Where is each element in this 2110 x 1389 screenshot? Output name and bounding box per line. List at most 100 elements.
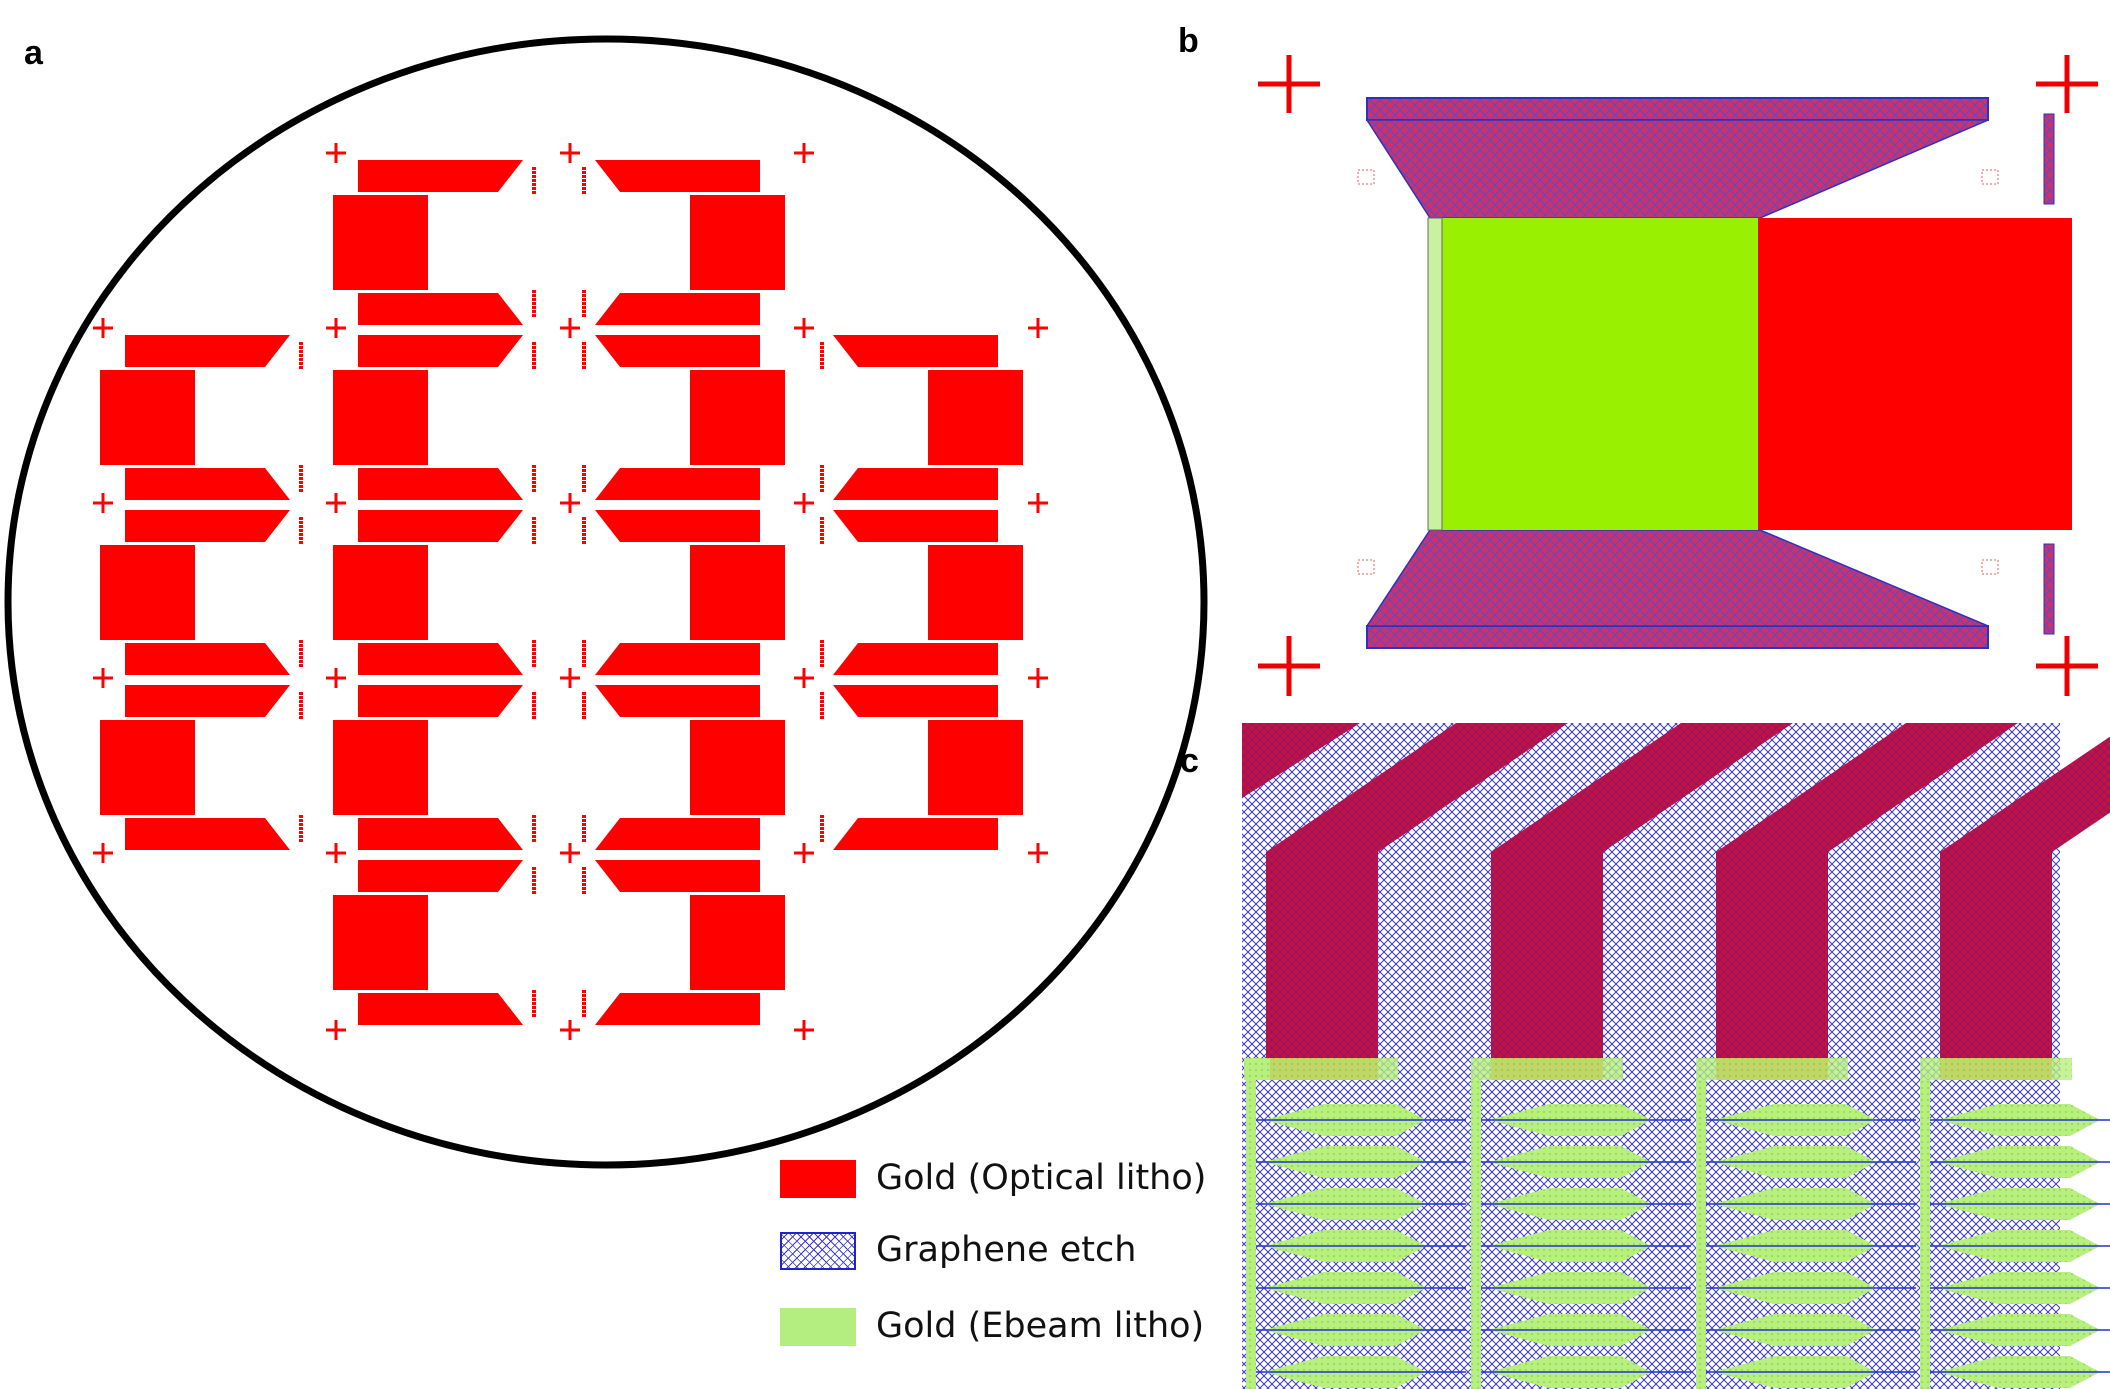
- pad-dot: [532, 875, 536, 878]
- pad-dot: [532, 994, 536, 997]
- die: [582, 860, 785, 1025]
- pad-dot: [532, 354, 536, 357]
- pad-dot: [299, 358, 303, 361]
- pad-dot: [299, 700, 303, 703]
- bottom-pad-trapezoid: [833, 643, 998, 675]
- pad-dot: [582, 485, 586, 488]
- pad-dot: [582, 179, 586, 182]
- pad-dot: [582, 990, 586, 993]
- die: [100, 335, 303, 500]
- pad-dot: [582, 469, 586, 472]
- panel-label-b: b: [1178, 22, 1199, 60]
- pad-dot: [820, 827, 824, 830]
- pad-dot: [299, 366, 303, 369]
- top-pad-trapezoid: [595, 335, 760, 367]
- pad-dot: [582, 473, 586, 476]
- legend-label-graphene-etch: Graphene etch: [876, 1230, 1137, 1270]
- alignment-cross-icon: [93, 493, 113, 513]
- pad-dot: [299, 477, 303, 480]
- pad-dot: [582, 839, 586, 842]
- pad-dot: [582, 827, 586, 830]
- top-pad-trapezoid: [595, 510, 760, 542]
- pad-dot: [820, 541, 824, 544]
- die: [333, 685, 536, 850]
- alignment-cross-icon: [326, 1020, 346, 1040]
- top-pad-trapezoid: [358, 335, 523, 367]
- pad-dot: [532, 171, 536, 174]
- ebeam-bus-line: [1246, 1080, 1256, 1389]
- pad-dot: [299, 465, 303, 468]
- pad-dot: [582, 700, 586, 703]
- pad-dot: [820, 477, 824, 480]
- top-pad-trapezoid: [125, 685, 290, 717]
- pad-dot: [299, 692, 303, 695]
- alignment-cross-icon: [794, 668, 814, 688]
- pad-dot: [582, 1006, 586, 1009]
- pad-dot: [532, 1010, 536, 1013]
- pad-dot: [532, 521, 536, 524]
- pad-dot: [582, 692, 586, 695]
- panel-c-zoom-view: [1242, 723, 2110, 1389]
- pad-dot: [582, 891, 586, 894]
- pad-dot: [820, 716, 824, 719]
- pad-dot: [299, 362, 303, 365]
- pad-dot: [299, 648, 303, 651]
- pad-dot: [582, 521, 586, 524]
- optical-gold-pad: [1758, 218, 2072, 530]
- top-pad-trapezoid: [358, 860, 523, 892]
- bottom-fanout-traces: [1365, 529, 1989, 627]
- top-pad-trapezoid: [595, 685, 760, 717]
- bottom-pad-trapezoid: [358, 818, 523, 850]
- pad-dot: [582, 477, 586, 480]
- pad-dot: [820, 469, 824, 472]
- pad-dot: [582, 310, 586, 313]
- trace-vertical: [1266, 852, 1378, 1058]
- pad-dot: [582, 644, 586, 647]
- die: [820, 510, 1023, 675]
- pad-dot: [532, 704, 536, 707]
- pad-dot: [532, 692, 536, 695]
- pad-dot: [582, 525, 586, 528]
- wedge: [358, 545, 428, 575]
- bottom-pad-trapezoid: [595, 293, 760, 325]
- pad-dot: [582, 517, 586, 520]
- pad-dot: [820, 712, 824, 715]
- wafer-outline: [4, 35, 1208, 1169]
- pad-dot: [532, 644, 536, 647]
- pad-dot: [820, 346, 824, 349]
- legend-swatch-graphene-etch: [780, 1232, 856, 1270]
- pad-dot: [299, 716, 303, 719]
- pad-dot: [532, 533, 536, 536]
- pad-dot: [532, 998, 536, 1001]
- trace-vertical: [1491, 852, 1603, 1058]
- pad-dot: [299, 529, 303, 532]
- contact-block: [690, 895, 785, 990]
- pad-dot: [532, 640, 536, 643]
- pad-dot: [582, 302, 586, 305]
- pad-dot: [299, 481, 303, 484]
- pad-dot: [532, 1002, 536, 1005]
- pad-dot: [582, 831, 586, 834]
- alignment-cross-icon: [93, 318, 113, 338]
- die: [333, 860, 536, 1025]
- pad-dot: [532, 708, 536, 711]
- die: [582, 685, 785, 850]
- top-pad-trapezoid: [595, 160, 760, 192]
- alignment-cross-icon: [560, 318, 580, 338]
- alignment-cross-icon: [794, 143, 814, 163]
- pad-dot: [532, 473, 536, 476]
- wedge: [125, 545, 195, 575]
- alignment-cross-icon: [1028, 668, 1048, 688]
- pad-dot: [532, 664, 536, 667]
- pad-dot: [820, 823, 824, 826]
- pad-dot: [299, 835, 303, 838]
- alignment-cross-icon: [560, 843, 580, 863]
- alignment-cross-icon: [326, 843, 346, 863]
- pad-dot: [820, 692, 824, 695]
- legend-swatch-gold-ebeam: [780, 1308, 856, 1346]
- pad-dot: [532, 362, 536, 365]
- pad-dot: [820, 525, 824, 528]
- pad-dot: [299, 652, 303, 655]
- pad-dot: [299, 541, 303, 544]
